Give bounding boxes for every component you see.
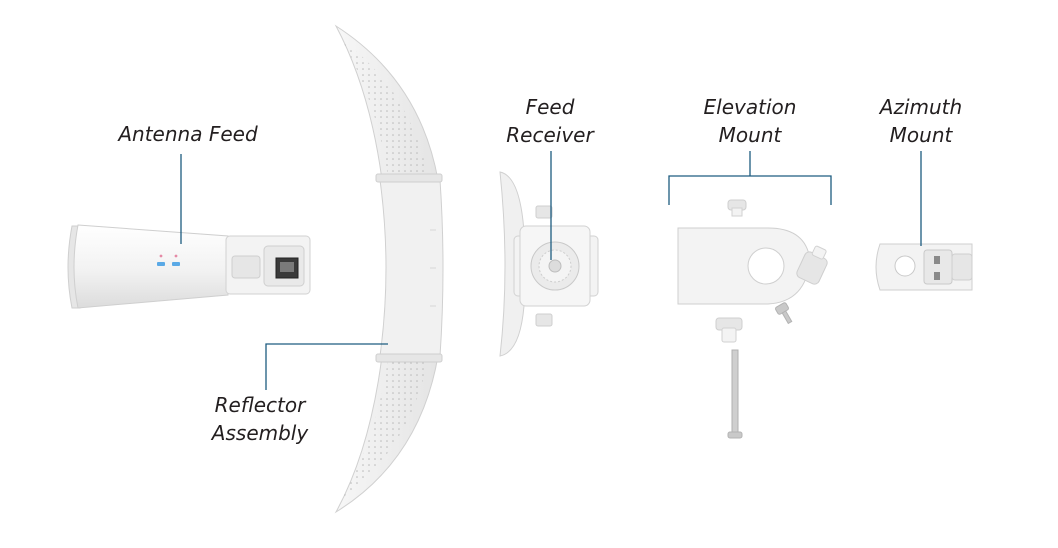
feed-receiver-label: Feed Receiver <box>506 95 594 147</box>
elevation-mount-bracket <box>668 175 832 205</box>
elevation-mount-label: Elevation Mount <box>703 95 797 147</box>
reflector-assembly-leader-line <box>265 343 388 390</box>
feed-receiver-part <box>499 171 599 357</box>
reflector-assembly-part <box>334 24 444 514</box>
azimuth-mount-label: Azimuth Mount <box>879 95 963 147</box>
antenna-feed-label: Antenna Feed <box>118 122 258 146</box>
antenna-feed-part <box>67 224 311 309</box>
elevation-mount-part <box>677 199 828 439</box>
azimuth-mount-part <box>875 243 973 291</box>
reflector-assembly-label: Reflector Assembly <box>211 393 309 445</box>
